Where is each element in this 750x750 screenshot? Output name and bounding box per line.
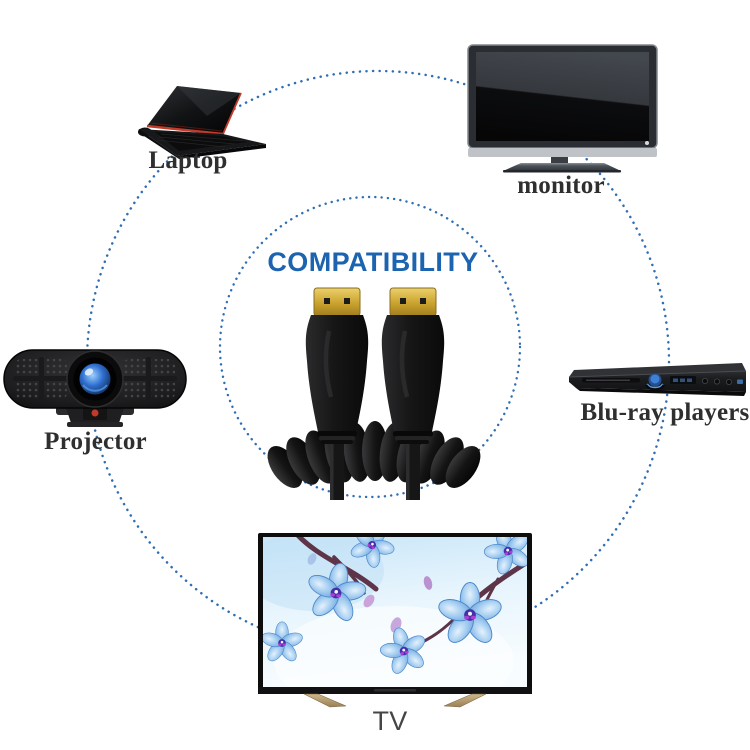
bluray-player-icon — [568, 363, 747, 396]
laptop-icon — [138, 86, 266, 159]
hdmi-connector — [381, 287, 445, 444]
coiled-hdmi-cable-icon — [267, 287, 481, 500]
bluray-label: Blu-ray players — [580, 399, 750, 426]
laptop-label: Laptop — [148, 147, 228, 174]
outer-dotted-circle — [85, 69, 671, 655]
monitor-icon — [467, 44, 658, 173]
compatibility-title: COMPATIBILITY — [267, 247, 479, 277]
inner-dotted-circle — [218, 195, 522, 499]
projector-label: Projector — [44, 428, 147, 455]
cable-coil — [267, 421, 481, 489]
projector-icon — [3, 349, 187, 427]
tv-label: TV — [372, 706, 408, 736]
monitor-label: monitor — [517, 172, 605, 199]
tv-icon — [258, 533, 532, 708]
hdmi-connector — [305, 287, 369, 444]
